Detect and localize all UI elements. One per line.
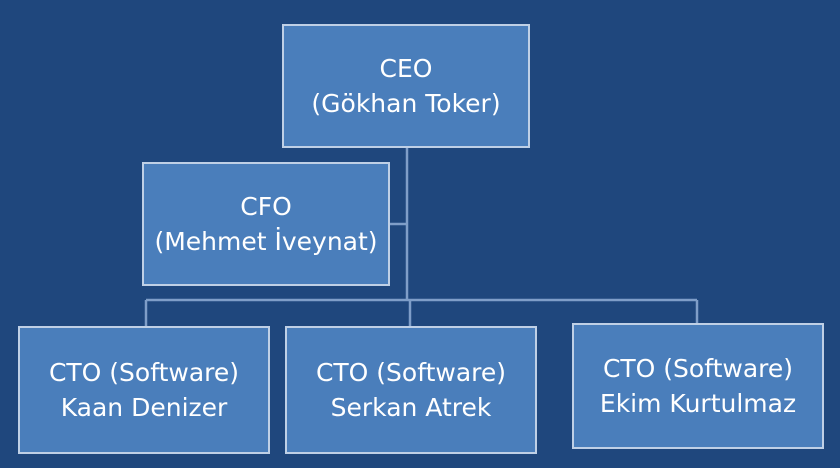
node-cto-1-name: Kaan Denizer (60, 393, 228, 422)
node-cfo-title: CFO (240, 192, 292, 221)
node-cto-2-title: CTO (Software) (315, 358, 507, 387)
node-cfo: CFO (Mehmet İveynat) (142, 162, 390, 286)
node-cto-3-title: CTO (Software) (602, 354, 794, 383)
node-cto-3-name: Ekim Kurtulmaz (599, 389, 797, 418)
node-cto-2: CTO (Software) Serkan Atrek (285, 326, 537, 454)
node-ceo: CEO (Gökhan Toker) (282, 24, 530, 148)
node-cto-1: CTO (Software) Kaan Denizer (18, 326, 270, 454)
node-cto-1-title: CTO (Software) (48, 358, 240, 387)
node-cto-3: CTO (Software) Ekim Kurtulmaz (572, 323, 824, 449)
node-ceo-name: (Gökhan Toker) (311, 89, 501, 118)
node-cfo-name: (Mehmet İveynat) (154, 227, 378, 256)
node-cto-2-name: Serkan Atrek (330, 393, 492, 422)
node-ceo-title: CEO (379, 54, 433, 83)
